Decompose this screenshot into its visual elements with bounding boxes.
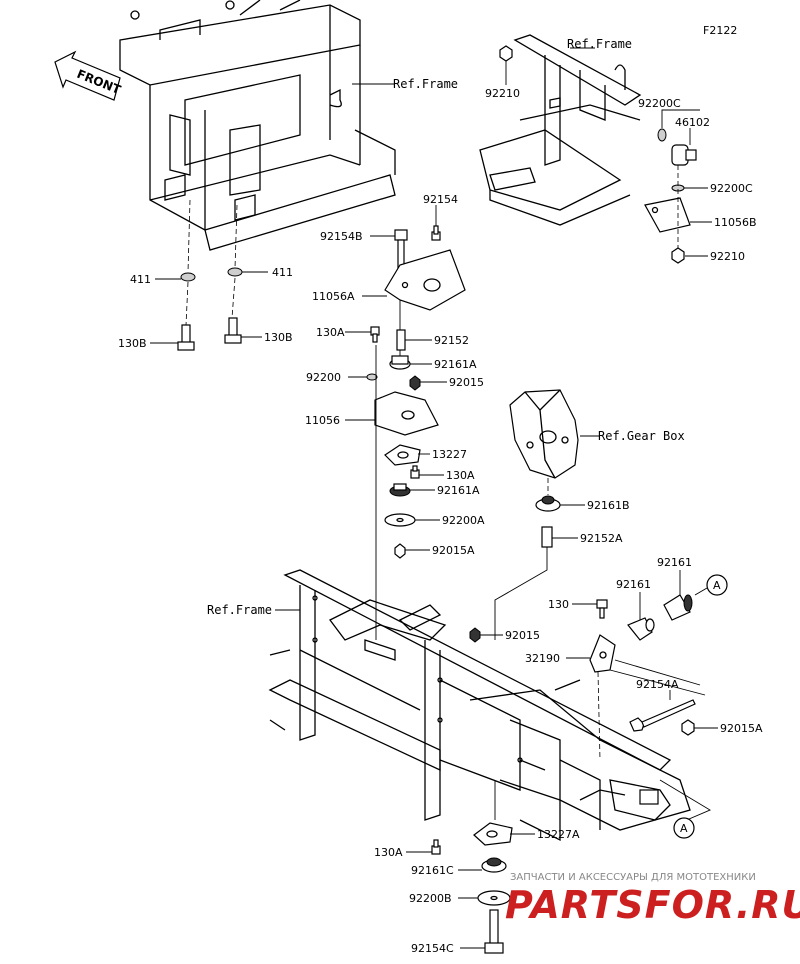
label-11056: 11056 [305,414,340,427]
front-arrow-icon: FRONT [54,50,123,101]
label-130: 130 [548,598,569,611]
nut-92015-2 [469,627,481,643]
washer-411-left [180,272,196,282]
mount-92161b [535,495,561,512]
gear-box-bracket-illustration [509,389,579,479]
label-92154b: 92154B [320,230,363,243]
reference-line [494,547,548,640]
label-411-right: 411 [272,266,293,279]
mount-92161a-2 [389,483,411,497]
washer-92200a [384,513,416,527]
callout-a-right-label: A [713,579,721,592]
frame-bottom-illustration [268,569,691,842]
label-92152: 92152 [434,334,469,347]
label-130a-1: 130A [316,326,345,339]
callout-a-right [706,574,728,596]
label-92161c: 92161C [411,864,454,877]
dash-line [231,277,236,319]
bolt-130a-3 [431,839,441,855]
label-130a-2: 130A [446,469,475,482]
label-92154: 92154 [423,193,458,206]
label-92161a-1: 92161A [434,358,477,371]
label-92210-top: 92210 [485,87,520,100]
bolt-92154 [431,225,441,241]
mount-92161-2 [663,594,693,621]
collar-92152 [396,329,406,351]
washer-92200c-1 [657,128,667,142]
label-13227a: 13227A [537,828,580,841]
nut-92015a-1 [394,543,406,559]
plate-13227a [473,822,513,846]
label-130b-left: 130B [118,337,147,350]
bracket-11056b [644,197,691,233]
label-11056a: 11056A [312,290,355,303]
bolt-92154c [484,909,504,954]
label-130a-3: 130A [374,846,403,859]
label-92015-2: 92015 [505,629,540,642]
nut-92210-top [499,45,513,62]
label-92152a: 92152A [580,532,623,545]
label-92200c-1: 92200C [638,97,681,110]
bolt-130b-right [224,317,242,344]
label-130b-right: 130B [264,331,293,344]
ref-frame-top-right: Ref.Frame [567,37,632,51]
label-11056b: 11056B [714,216,757,229]
bracket-11056a [384,249,466,311]
label-92161b: 92161B [587,499,630,512]
label-411-left: 411 [130,273,151,286]
label-92161-1: 92161 [616,578,651,591]
label-92161a-2: 92161A [437,484,480,497]
label-92015a-1: 92015A [432,544,475,557]
frame-top-right-illustration [479,34,642,226]
washer-92200 [366,373,378,381]
nut-92210-mid [671,247,685,264]
label-46102: 46102 [675,116,710,129]
bracket-11056 [374,391,439,436]
dash-line [187,199,191,273]
bushing-46102 [671,144,697,166]
label-32190: 32190 [525,652,560,665]
callout-a-bottom [673,817,695,839]
diagram-code: F2122 [703,24,737,37]
watermark-tagline: ЗАПЧАСТИ И АКСЕССУАРЫ ДЛЯ МОТОТЕХНИКИ [510,872,756,883]
frame-top-left-illustration [119,0,396,251]
bolt-130b-left [177,324,195,351]
mount-92161c [481,857,507,873]
label-92200b: 92200B [409,892,452,905]
mount-92161a-1 [389,355,411,370]
label-92210-mid: 92210 [710,250,745,263]
nut-92015-1 [409,375,421,391]
bolt-130a-2 [410,465,420,479]
label-92200a: 92200A [442,514,485,527]
ref-frame-top-left: Ref.Frame [393,77,458,91]
label-13227: 13227 [432,448,467,461]
bolt-130 [596,599,608,619]
bolt-130a-1 [370,326,380,343]
plate-13227 [384,444,421,466]
collar-92152a [541,526,553,548]
label-92200c-2: 92200C [710,182,753,195]
label-92015-1: 92015 [449,376,484,389]
bracket-32190 [589,634,616,673]
nut-92015a-2 [681,719,695,736]
ref-frame-bottom: Ref.Frame [207,603,272,617]
mount-92161-1 [627,617,655,641]
ref-gear-box: Ref.Gear Box [598,429,685,443]
bolt-92154a [629,699,696,732]
label-92161-2: 92161 [657,556,692,569]
dash-line [185,281,189,326]
washer-411-right [227,267,243,277]
dash-line [234,204,238,269]
label-92200: 92200 [306,371,341,384]
label-92154c: 92154C [411,942,454,955]
watermark-brand: PARTSFOR.RU [505,883,800,927]
callout-a-bottom-label: A [680,822,688,835]
label-92015a-2: 92015A [720,722,763,735]
label-92154a: 92154A [636,678,679,691]
